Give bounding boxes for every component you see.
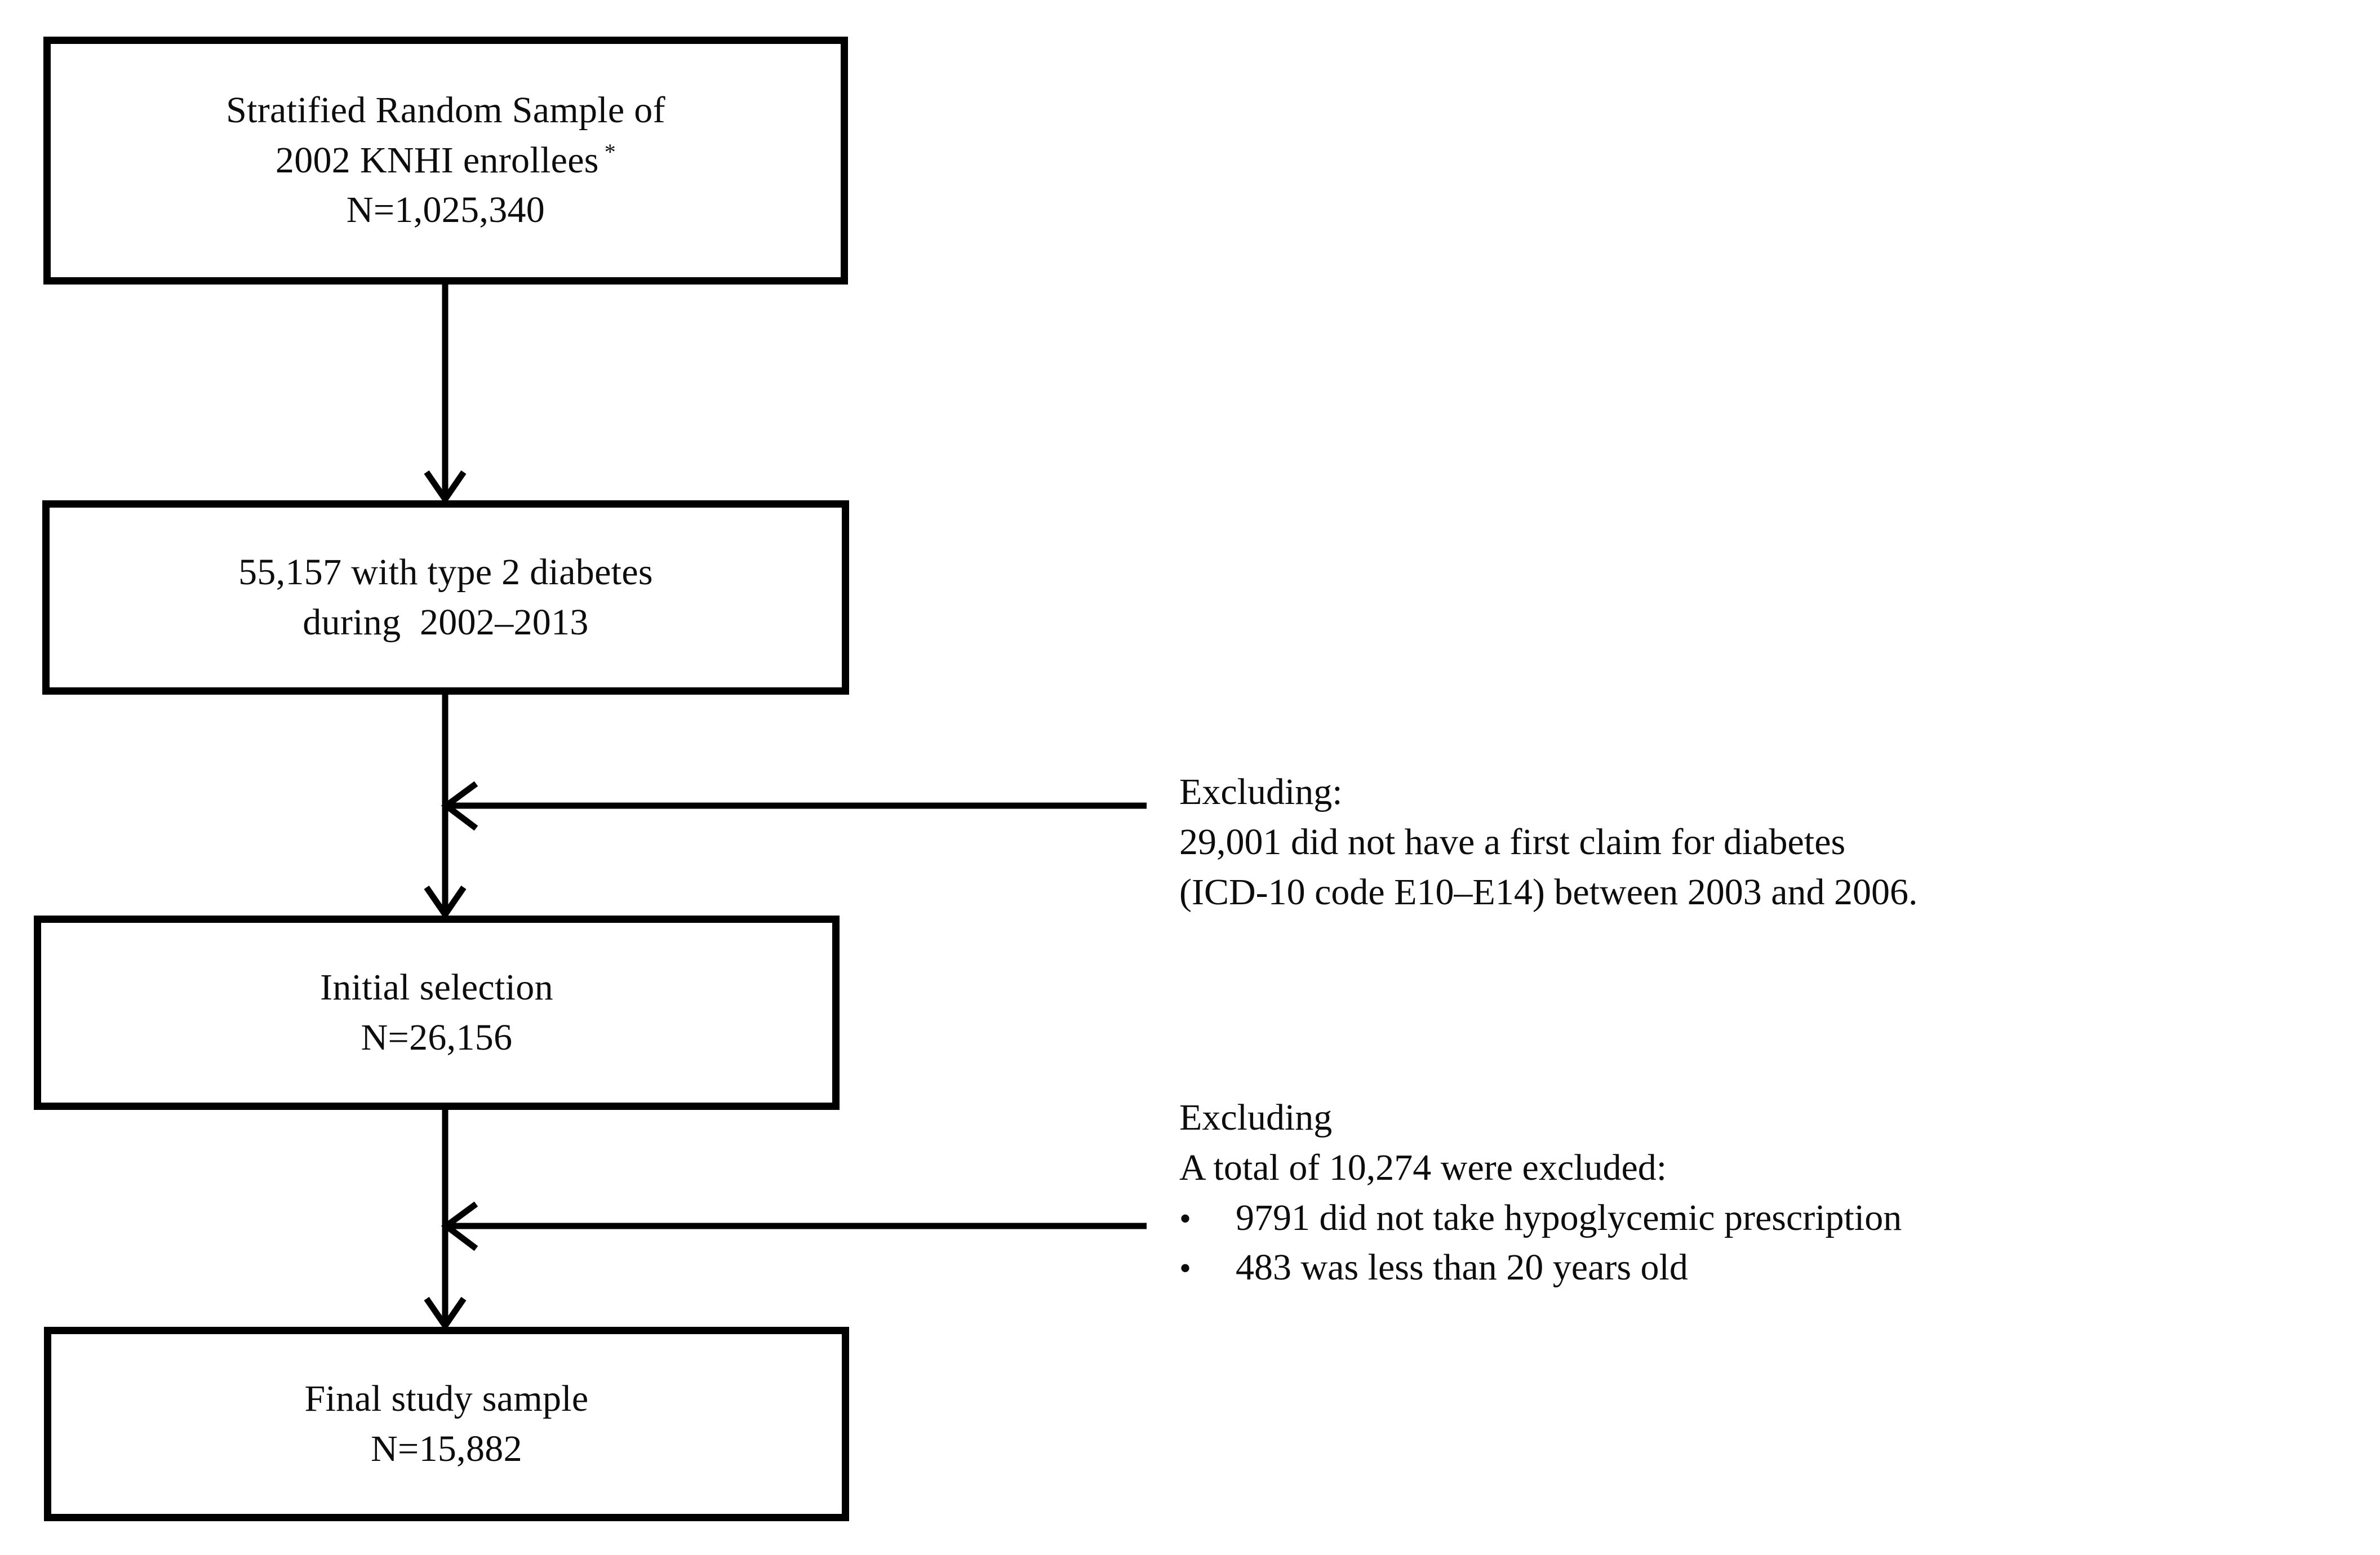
diabetes-box-line-2: during 2002–2013 (303, 601, 589, 643)
exclusion-1-line-1: 29,001 did not have a first claim for di… (1179, 821, 1846, 863)
stratified-random-sample-box: Stratified Random Sample of 2002 KNHI en… (43, 37, 848, 285)
connector-sample-to-diabetes (424, 285, 467, 505)
type-2-diabetes-box: 55,157 with type 2 diabetes during 2002–… (42, 500, 849, 695)
exclusion-note-2: Excluding A total of 10,274 were exclude… (1179, 1093, 1902, 1293)
exclusion-1-heading: Excluding: (1179, 771, 1343, 812)
exclusion-note-1: Excluding: 29,001 did not have a first c… (1179, 767, 1918, 917)
sample-box-line-1: Stratified Random Sample of (226, 90, 665, 131)
initial-box-line-1: Initial selection (320, 967, 553, 1008)
exclusion-2-bullet-item-1: • 9791 did not take hypoglycemic prescri… (1179, 1193, 1902, 1243)
final-study-sample-box: Final study sample N=15,882 (44, 1327, 849, 1521)
bullet-point-icon: • (1179, 1250, 1192, 1287)
initial-box-line-2: N=26,156 (361, 1016, 513, 1058)
exclusion-2-bullet-item-2: • 483 was less than 20 years old (1179, 1243, 1902, 1293)
connector-diabetes-to-initial (424, 695, 467, 920)
exclusion-2-heading: Excluding (1179, 1097, 1333, 1138)
sample-box-line-2: 2002 KNHI enrollees* (276, 136, 616, 185)
connector-initial-to-final (424, 1110, 467, 1331)
exclusion-2-bullet-2-text: 483 was less than 20 years old (1236, 1247, 1688, 1289)
connector-exclusion-1-arrow (441, 781, 1147, 831)
initial-selection-box: Initial selection N=26,156 (34, 916, 840, 1110)
sample-box-line-3: N=1,025,340 (346, 189, 545, 231)
exclusion-2-bullet-1-text: 9791 did not take hypoglycemic prescript… (1236, 1197, 1902, 1238)
exclusion-2-subheading: A total of 10,274 were excluded: (1179, 1147, 1667, 1188)
final-box-line-2: N=15,882 (371, 1428, 522, 1469)
connector-exclusion-2-arrow (441, 1201, 1147, 1251)
final-box-line-1: Final study sample (304, 1378, 589, 1420)
diabetes-box-line-1: 55,157 with type 2 diabetes (238, 552, 653, 593)
sample-box-line-2-text: 2002 KNHI enrollees (275, 139, 599, 181)
bullet-point-icon: • (1179, 1199, 1192, 1237)
footnote-asterisk-marker: * (604, 139, 616, 165)
exclusion-1-line-2: (ICD-10 code E10–E14) between 2003 and 2… (1179, 871, 1918, 913)
